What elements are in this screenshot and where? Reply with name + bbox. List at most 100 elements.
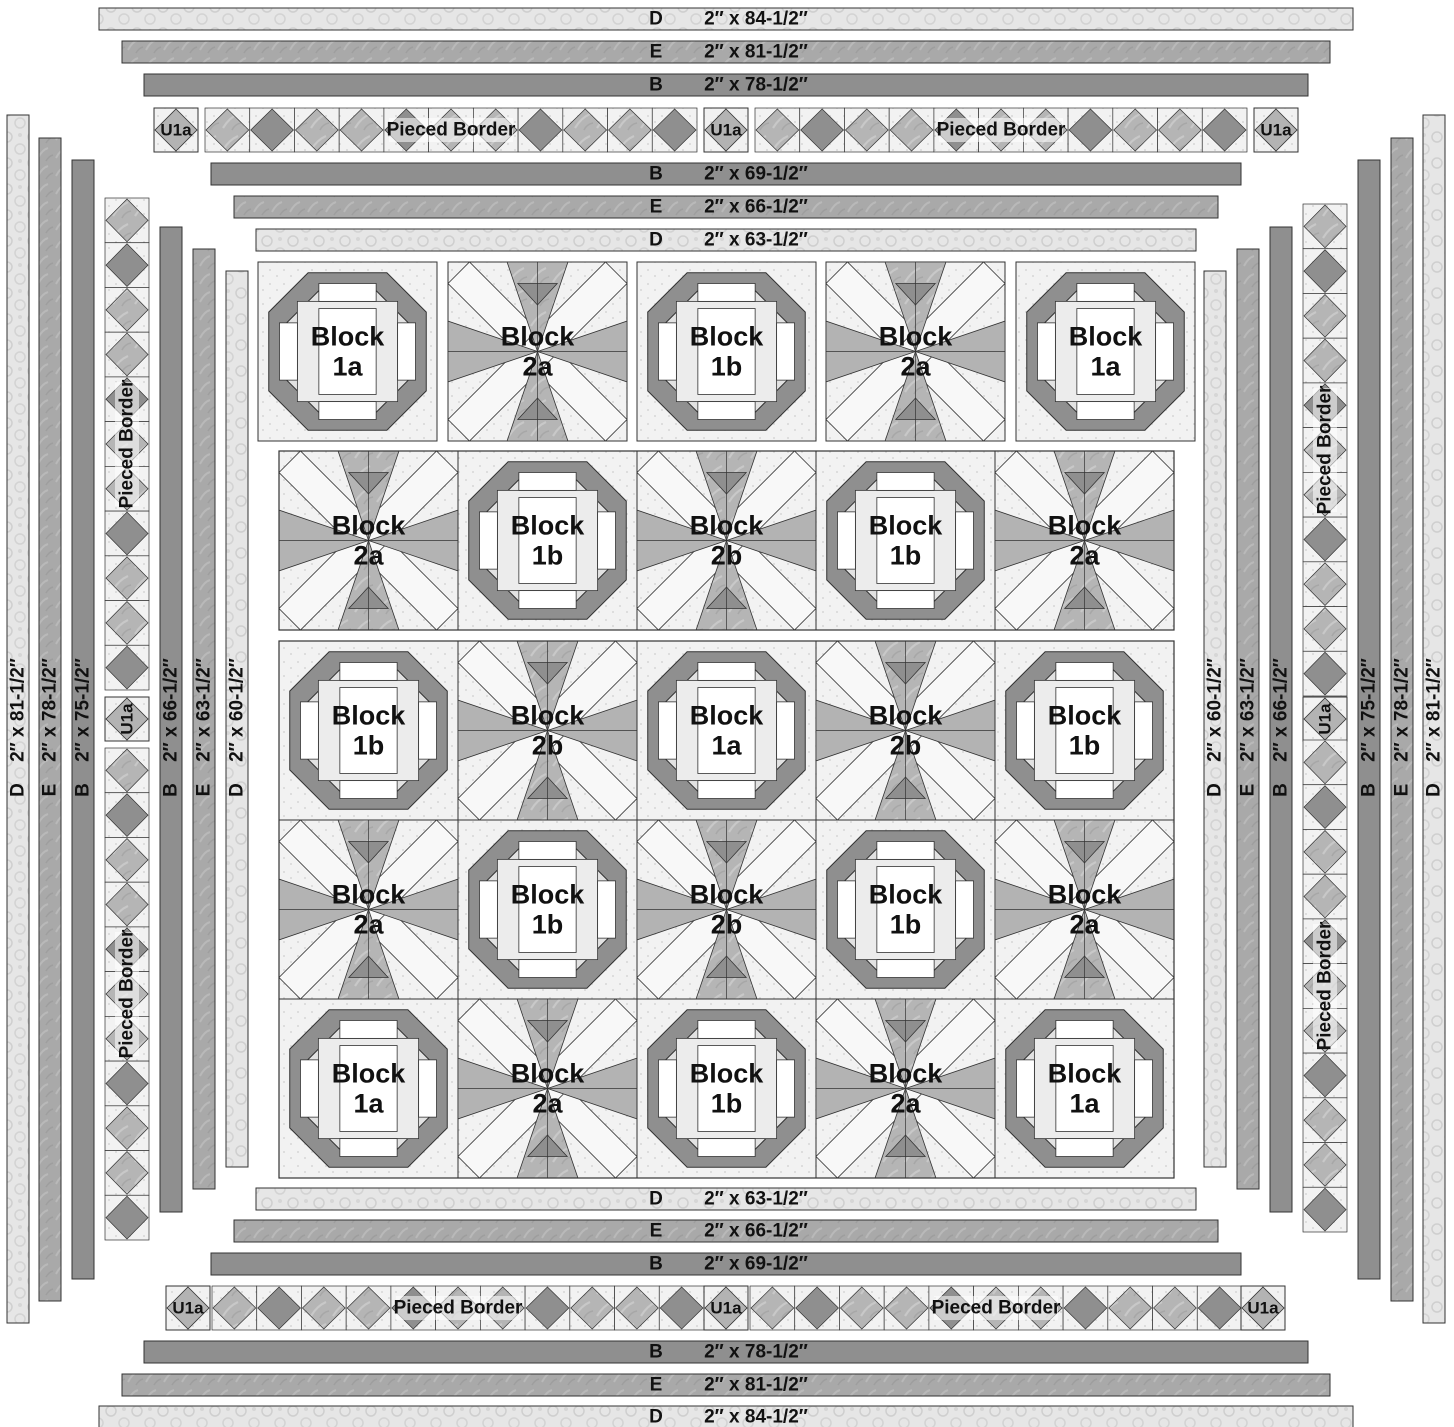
block-2a: Block2a: [279, 451, 458, 630]
block-word: Block: [511, 1059, 586, 1089]
unit-u1a: U1a: [154, 108, 198, 152]
strip-letter: B: [649, 1254, 663, 1275]
block-log-top: [877, 841, 934, 859]
block-log-top: [698, 1020, 755, 1038]
block-word: Block: [511, 880, 586, 910]
block-log-top: [698, 283, 755, 301]
block-word: Block: [690, 1059, 765, 1089]
block-code: 1a: [353, 1089, 384, 1119]
block-word: Block: [690, 511, 765, 541]
strip-right-d: D2″ x 81-1/2″: [1423, 115, 1445, 1323]
block-log-bottom: [319, 402, 376, 420]
strip-top-b-inner: B2″ x 69-1/2″: [211, 163, 1241, 185]
block-word: Block: [501, 322, 576, 352]
block-code: 1b: [890, 541, 922, 571]
block-code: 1a: [1069, 1089, 1100, 1119]
block-word: Block: [311, 322, 386, 352]
block-code: 2a: [532, 1089, 563, 1119]
unit-u1a: U1a: [1241, 1286, 1285, 1330]
block-log-right: [956, 512, 974, 569]
block-2b: Block2b: [816, 641, 995, 820]
unit-label: U1a: [118, 703, 137, 735]
unit-label: U1a: [160, 121, 192, 140]
block-log-bottom: [698, 402, 755, 420]
unit-u1a: U1a: [1303, 697, 1347, 741]
block-word: Block: [1048, 511, 1123, 541]
block-word: Block: [690, 701, 765, 731]
unit-u1a: U1a: [1254, 108, 1298, 152]
block-log-bottom: [877, 960, 934, 978]
block-word: Block: [332, 880, 407, 910]
unit-label: U1a: [710, 1299, 742, 1318]
block-2b: Block2b: [458, 641, 637, 820]
block-log-bottom: [1056, 781, 1113, 799]
block-log-bottom: [519, 591, 576, 609]
block-log-right: [956, 881, 974, 938]
block-log-right: [777, 323, 795, 380]
block-1b: Block1b: [458, 820, 637, 999]
strip-size: 2″ x 81-1/2″: [1424, 658, 1445, 762]
strip-left-d-inner: D2″ x 60-1/2″: [226, 271, 248, 1167]
strip-left-e-inner: E2″ x 63-1/2″: [193, 249, 215, 1189]
block-log-top: [1056, 1020, 1113, 1038]
block-log-left: [1037, 323, 1055, 380]
block-word: Block: [332, 511, 407, 541]
block-word: Block: [879, 322, 954, 352]
strip-letter: E: [194, 784, 215, 797]
strip-letter: B: [73, 783, 94, 797]
strip-letter: B: [1271, 783, 1292, 797]
unit-u1a: U1a: [105, 697, 149, 741]
block-word: Block: [511, 701, 586, 731]
strip-letter: B: [161, 783, 182, 797]
block-log-right: [1135, 1060, 1153, 1117]
block-log-left: [658, 323, 676, 380]
strip-letter: D: [649, 9, 663, 30]
block-log-left: [300, 1060, 318, 1117]
block-word: Block: [1048, 701, 1123, 731]
pieced-border-label: Pieced Border: [1315, 921, 1336, 1050]
pieced-border: Pieced Border: [105, 198, 149, 690]
strip-size: 2″ x 78-1/2″: [704, 1342, 808, 1363]
block-log-top: [340, 662, 397, 680]
block-code: 2a: [522, 352, 553, 382]
block-log-right: [598, 512, 616, 569]
strip-letter: D: [649, 230, 663, 251]
strip-top-e: E2″ x 81-1/2″: [122, 41, 1330, 63]
block-code: 2a: [900, 352, 931, 382]
pieced-border-label: Pieced Border: [117, 929, 138, 1058]
block-log-top: [1077, 283, 1134, 301]
block-code: 2b: [532, 731, 564, 761]
strip-bottom-b-inner: B2″ x 69-1/2″: [211, 1253, 1241, 1275]
block-2a: Block2a: [995, 820, 1174, 999]
strip-bottom-e-inner: E2″ x 66-1/2″: [234, 1220, 1218, 1242]
strip-letter: D: [649, 1189, 663, 1210]
strip-letter: B: [649, 164, 663, 185]
block-log-top: [698, 662, 755, 680]
strip-bottom-d: D2″ x 84-1/2″: [99, 1406, 1353, 1427]
pieced-border-label: Pieced Border: [1315, 385, 1336, 514]
unit-u1a: U1a: [166, 1286, 210, 1330]
pieced-border: Pieced Border: [205, 108, 697, 152]
strip-letter: B: [1359, 783, 1380, 797]
block-2a: Block2a: [458, 999, 637, 1178]
block-log-left: [837, 881, 855, 938]
block-word: Block: [1048, 1059, 1123, 1089]
block-log-left: [479, 512, 497, 569]
strip-letter: D: [8, 783, 29, 797]
strip-top-d-inner: D2″ x 63-1/2″: [256, 229, 1196, 251]
block-code: 2a: [1069, 541, 1100, 571]
block-log-top: [877, 472, 934, 490]
block-log-right: [1156, 323, 1174, 380]
block-code: 2b: [711, 910, 743, 940]
strip-right-b: B2″ x 75-1/2″: [1358, 160, 1380, 1279]
block-code: 2b: [890, 731, 922, 761]
block-1b: Block1b: [458, 451, 637, 630]
strip-top-e-inner: E2″ x 66-1/2″: [234, 196, 1218, 218]
block-word: Block: [869, 1059, 944, 1089]
block-word: Block: [1069, 322, 1144, 352]
